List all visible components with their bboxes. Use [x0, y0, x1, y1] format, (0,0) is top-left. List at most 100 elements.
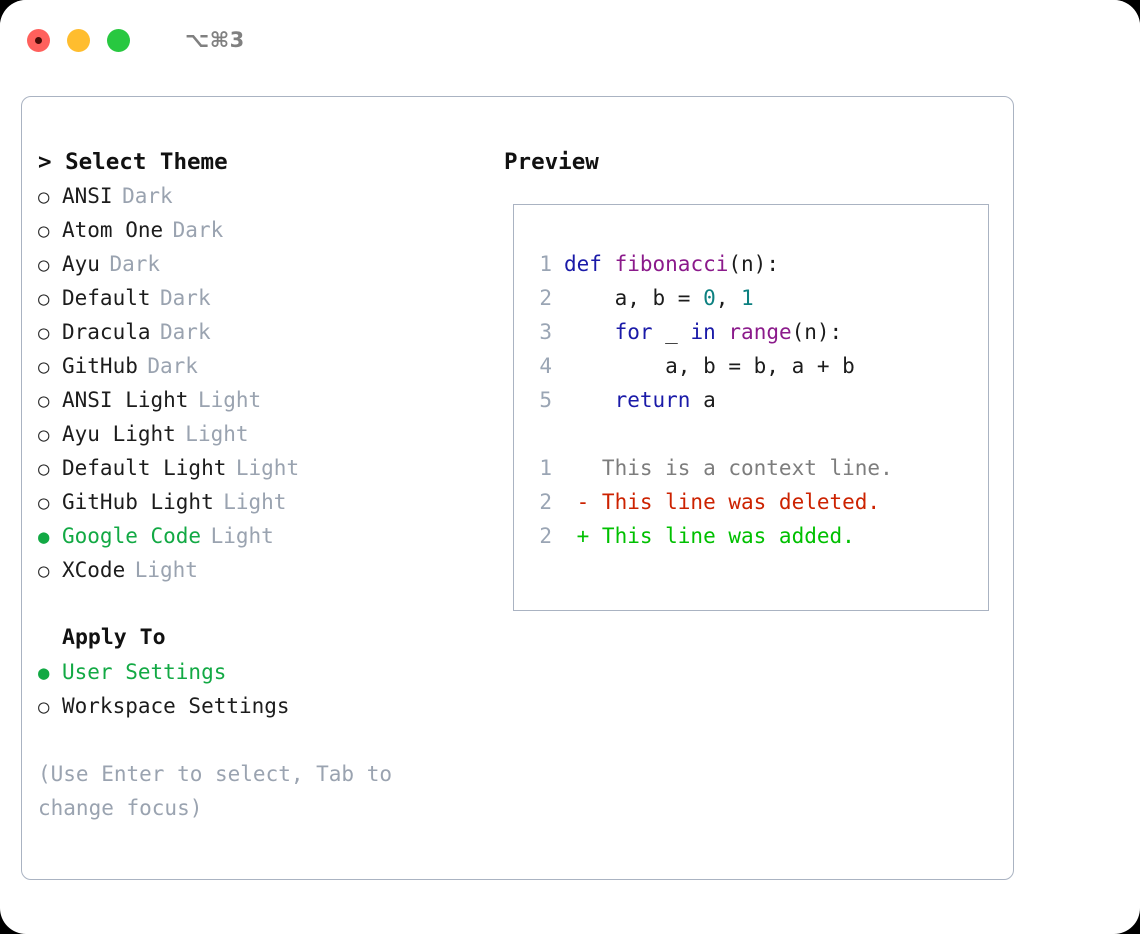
- line-number: 2: [539, 286, 552, 310]
- radio-unselected-icon[interactable]: ○: [38, 696, 50, 718]
- apply-to-option-name: User Settings: [62, 660, 227, 684]
- line-number: 1: [539, 456, 552, 480]
- diff-line-text: - This line was deleted.: [564, 490, 881, 514]
- theme-option-google-code[interactable]: ● Google Code Light: [38, 519, 502, 553]
- code-token-fn: fibonacci: [614, 252, 729, 276]
- theme-option-ansi-light[interactable]: ○ ANSI Light Light: [38, 383, 502, 417]
- theme-option-name: Default: [62, 286, 151, 310]
- diff-line-add: 2 + This line was added.: [526, 519, 988, 553]
- minimize-window-button[interactable]: [67, 28, 90, 52]
- theme-option-category: Light: [134, 558, 198, 582]
- preview-heading: Preview: [504, 149, 599, 175]
- radio-unselected-icon[interactable]: ○: [38, 186, 50, 208]
- code-spacer: [526, 417, 988, 451]
- radio-unselected-icon[interactable]: ○: [38, 356, 50, 378]
- line-number: 3: [539, 320, 552, 344]
- theme-option-category: Light: [210, 524, 274, 548]
- theme-option-category: Dark: [160, 286, 211, 310]
- select-theme-heading: > Select Theme: [38, 149, 228, 175]
- theme-option-category: Dark: [160, 320, 211, 344]
- theme-option-category: Dark: [147, 354, 198, 378]
- code-line: 5 return a: [526, 383, 988, 417]
- line-number: 1: [539, 252, 552, 276]
- diff-line-ctx: 1 This is a context line.: [526, 451, 988, 485]
- line-number: 4: [539, 354, 552, 378]
- radio-unselected-icon[interactable]: ○: [38, 322, 50, 344]
- theme-option-category: Dark: [122, 184, 173, 208]
- apply-to-option-name: Workspace Settings: [62, 694, 290, 718]
- zoom-window-button[interactable]: [107, 28, 130, 52]
- theme-option-xcode[interactable]: ○ XCode Light: [38, 553, 502, 587]
- theme-option-ansi[interactable]: ○ ANSI Dark: [38, 179, 502, 213]
- theme-option-github[interactable]: ○ GitHub Dark: [38, 349, 502, 383]
- line-number: 2: [539, 524, 552, 548]
- code-token-num: 1: [741, 286, 754, 310]
- theme-option-name: XCode: [62, 558, 126, 582]
- code-token-num: 0: [703, 286, 716, 310]
- apply-to-list: ● User Settings ○ Workspace Settings: [38, 655, 502, 723]
- radio-unselected-icon[interactable]: ○: [38, 458, 50, 480]
- theme-option-name: GitHub Light: [62, 490, 214, 514]
- help-hint-text: (Use Enter to select, Tab to change focu…: [38, 762, 405, 820]
- radio-unselected-icon[interactable]: ○: [38, 492, 50, 514]
- code-line: 2 a, b = 0, 1: [526, 281, 988, 315]
- code-token-pl: [716, 320, 729, 344]
- code-token-pl: ,: [715, 286, 742, 310]
- code-token-kw: in: [690, 320, 716, 344]
- code-token-pl: a: [690, 388, 716, 412]
- diff-line-text: This is a context line.: [564, 456, 893, 480]
- theme-option-name: ANSI Light: [62, 388, 189, 412]
- theme-option-category: Light: [223, 490, 287, 514]
- code-token-pl: (n):: [791, 320, 843, 344]
- radio-unselected-icon[interactable]: ○: [38, 254, 50, 276]
- code-token-pl: a, b =: [564, 286, 704, 310]
- theme-option-name: Atom One: [62, 218, 164, 242]
- code-token-fn: range: [728, 320, 792, 344]
- theme-option-default-light[interactable]: ○ Default Light Light: [38, 451, 502, 485]
- close-window-button[interactable]: [27, 28, 50, 52]
- theme-option-name: Ayu Light: [62, 422, 176, 446]
- theme-option-name: GitHub: [62, 354, 138, 378]
- theme-option-github-light[interactable]: ○ GitHub Light Light: [38, 485, 502, 519]
- diff-line-text: + This line was added.: [564, 524, 855, 548]
- theme-option-default[interactable]: ○ Default Dark: [38, 281, 502, 315]
- theme-option-name: Ayu: [62, 252, 100, 276]
- code-token-kw: return: [614, 388, 691, 412]
- theme-option-name: Default Light: [62, 456, 227, 480]
- line-number: 5: [539, 388, 552, 412]
- apply-to-option-user-settings[interactable]: ● User Settings: [38, 655, 502, 689]
- code-token-pl: [564, 388, 615, 412]
- radio-selected-icon[interactable]: ●: [38, 526, 50, 548]
- code-token-pl: _: [652, 320, 691, 344]
- code-token-pl: [564, 320, 615, 344]
- diff-sample: 1 This is a context line.2 - This line w…: [526, 451, 988, 553]
- radio-unselected-icon[interactable]: ○: [38, 560, 50, 582]
- preview-column: Preview 1 def fibonacci (n): 2 a, b = 0, 1 3…: [502, 97, 1013, 879]
- code-token-kw: def: [564, 252, 602, 276]
- theme-option-name: ANSI: [62, 184, 113, 208]
- radio-unselected-icon[interactable]: ○: [38, 220, 50, 242]
- code-line: 4 a, b = b, a + b: [526, 349, 988, 383]
- theme-option-category: Light: [235, 456, 300, 480]
- diff-line-del: 2 - This line was deleted.: [526, 485, 988, 519]
- theme-option-name: Google Code: [62, 524, 202, 548]
- apply-to-option-workspace-settings[interactable]: ○ Workspace Settings: [38, 689, 502, 723]
- radio-unselected-icon[interactable]: ○: [38, 390, 50, 412]
- theme-option-category: Light: [197, 388, 262, 412]
- code-token-pl: a, b = b, a + b: [564, 354, 855, 378]
- radio-unselected-icon[interactable]: ○: [38, 424, 50, 446]
- radio-unselected-icon[interactable]: ○: [38, 288, 50, 310]
- apply-to-group: Apply To ●User Settings○Workspace Settin…: [38, 621, 502, 723]
- radio-selected-icon[interactable]: ●: [38, 662, 50, 684]
